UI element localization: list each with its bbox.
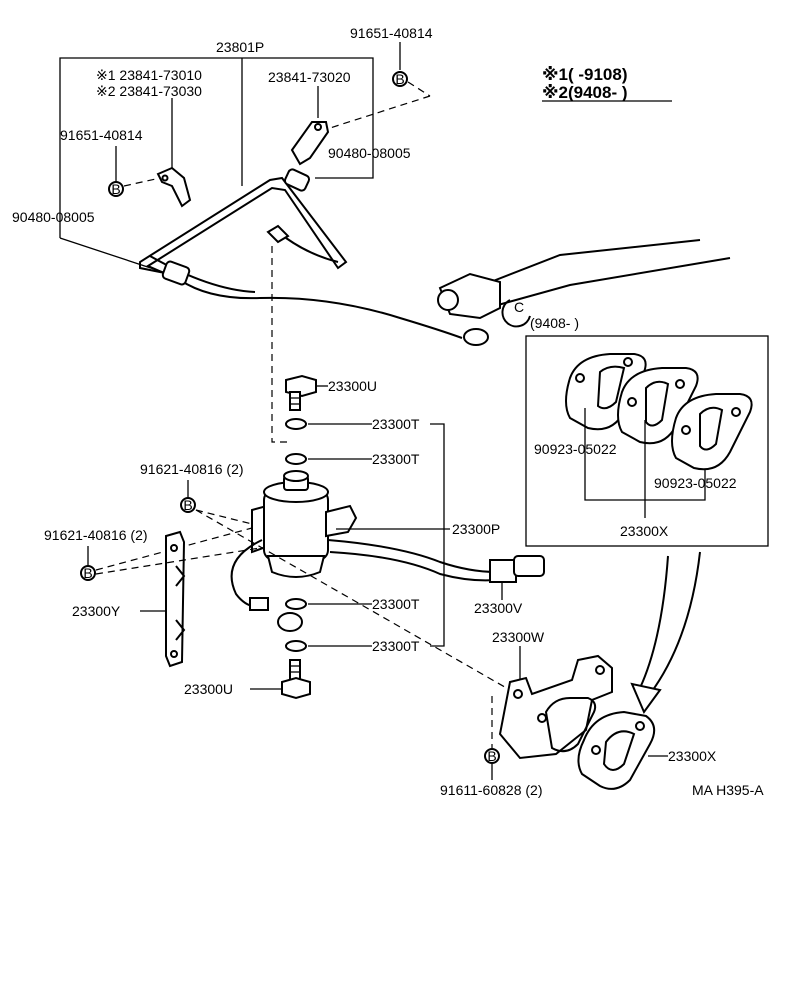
label-23300u-bottom: 23300U <box>184 681 233 697</box>
inset-box <box>525 335 769 547</box>
dash-91621-a <box>195 509 253 525</box>
dash-banjo-vertical <box>271 246 292 443</box>
tube-23801p <box>139 176 489 346</box>
label-23300t-1: 23300T <box>372 416 420 432</box>
label-90923-05022-b: 90923-05022 <box>654 475 737 491</box>
injection-pump-body <box>437 239 731 328</box>
b-marker-top-left: B <box>108 181 124 197</box>
b-marker-91621-b: B <box>80 565 96 581</box>
gasket-inset-1 <box>565 353 647 431</box>
clamp-23841-73020 <box>290 121 330 166</box>
label-91611-60828: 91611-60828 (2) <box>440 782 542 798</box>
label-23300t-3: 23300T <box>372 596 420 612</box>
label-91651-40814-a: 91651-40814 <box>350 25 433 41</box>
label-23300x-inset: 23300X <box>620 523 669 539</box>
label-91651-40814-b: 91651-40814 <box>60 127 143 143</box>
label-c: C <box>514 299 524 315</box>
label-9408-inset: (9408- ) <box>530 315 579 331</box>
washer-4 <box>285 640 307 652</box>
arrow-curve-inner <box>639 555 669 689</box>
label-90480-08005-a: 90480-08005 <box>328 145 411 161</box>
cable-23300v <box>327 539 545 583</box>
label-23300u-top: 23300U <box>328 378 377 394</box>
svg-text:B: B <box>487 748 496 764</box>
legend-note-2: ※2(9408- ) <box>542 83 628 102</box>
diagram-code: MA H395-A <box>692 782 764 798</box>
dash-b-left <box>123 177 161 187</box>
label-23841-73010: ※1 23841-73010 <box>96 67 202 83</box>
bolt-23300u-bottom <box>281 659 311 700</box>
bolt-23300u-top <box>285 374 317 411</box>
label-23801p: 23801P <box>216 39 264 55</box>
dash-b-top-2 <box>329 95 431 129</box>
label-23841-73030: ※2 23841-73030 <box>96 83 202 99</box>
label-23300y: 23300Y <box>72 603 121 619</box>
washer-1 <box>285 418 307 430</box>
banjo-fitting-lower <box>249 597 303 632</box>
solenoid-23300p <box>251 470 358 578</box>
label-23841-73020: 23841-73020 <box>268 69 351 85</box>
dash-to-bracket-w <box>195 509 511 691</box>
dash-91621-b <box>95 527 253 571</box>
bracket-23300y <box>165 530 186 668</box>
washer-2 <box>285 453 307 465</box>
b-marker-top-right: B <box>392 71 408 87</box>
bracket-23300t <box>430 423 445 647</box>
label-23300v: 23300V <box>474 600 523 616</box>
arrow-curve <box>649 551 701 695</box>
b-marker-91621-a: B <box>180 497 196 513</box>
label-91621-40816-b: 91621-40816 (2) <box>44 527 148 543</box>
label-23300t-2: 23300T <box>372 451 420 467</box>
dash-b-lower <box>95 547 261 575</box>
gasket-inset-3 <box>671 393 753 471</box>
label-23300w: 23300W <box>492 629 545 645</box>
gasket-23300x-bottom <box>577 710 656 790</box>
dash-b-top-1 <box>407 81 431 97</box>
label-90480-08005-b: 90480-08005 <box>12 209 95 225</box>
svg-text:B: B <box>83 565 92 581</box>
grommet-90480-top <box>283 168 311 192</box>
svg-text:B: B <box>395 71 404 87</box>
label-23300x-bottom: 23300X <box>668 748 717 764</box>
washer-3 <box>285 598 307 610</box>
bracket-23300w <box>498 654 613 760</box>
legend-note-1: ※1( -9108) <box>542 65 628 84</box>
svg-text:B: B <box>183 497 192 513</box>
label-91621-40816-a: 91621-40816 (2) <box>140 461 244 477</box>
clamp-23841-73010 <box>156 166 192 208</box>
label-90923-05022-a: 90923-05022 <box>534 441 617 457</box>
label-23300t-4: 23300T <box>372 638 420 654</box>
b-marker-91611: B <box>484 748 500 764</box>
svg-text:B: B <box>111 181 120 197</box>
arrow-head <box>630 682 662 715</box>
label-23300p: 23300P <box>452 521 500 537</box>
